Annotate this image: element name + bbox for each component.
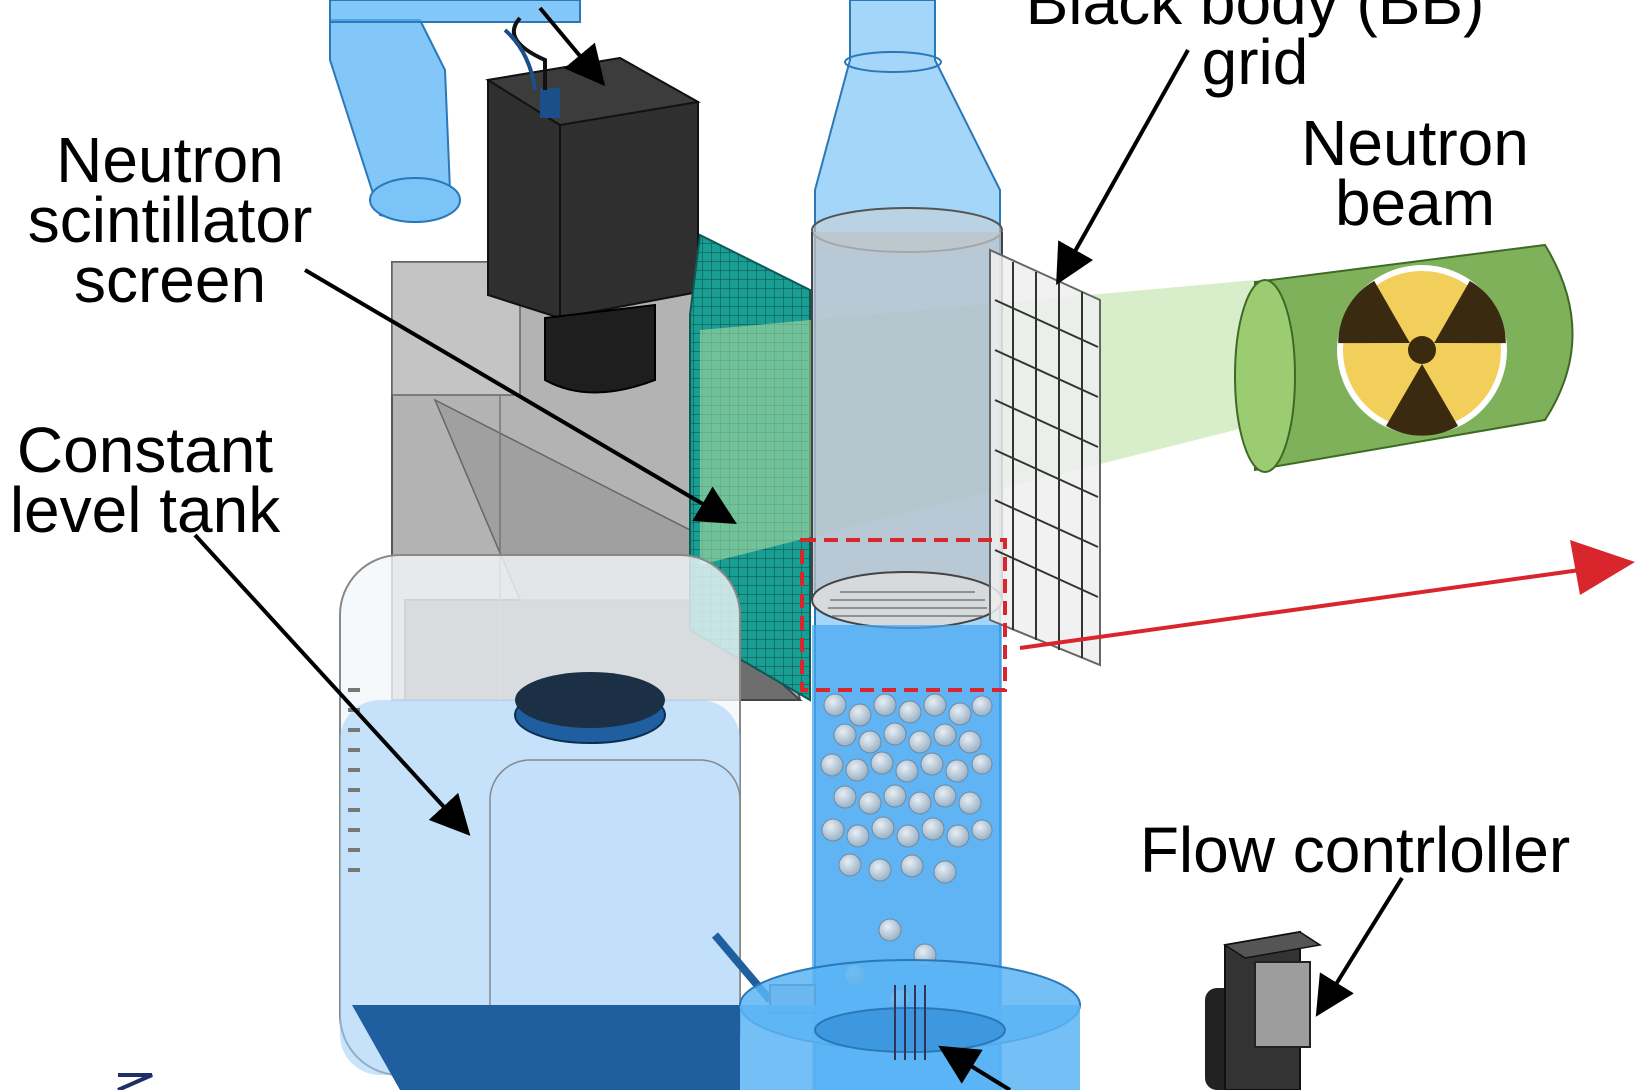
constant-level-tank [339,554,816,1076]
label-flow-controller: Flow contrloller [1139,814,1571,886]
camera [485,16,701,394]
label-constant-level-tank: Constant level tank [9,414,281,546]
label-black-body-grid: Black body (BB) grid [1025,0,1485,98]
partial-glyph [117,1073,153,1090]
column-base [352,959,1081,1090]
fluidized-bed-column [811,0,1003,1090]
bed-particles [820,693,993,1012]
radiation-trefoil-icon [1337,265,1507,436]
inlet-pipe [329,0,581,223]
output-arrow [1019,540,1635,650]
region-of-interest-box [800,538,1007,692]
leader-arrows [193,6,1404,1090]
label-neutron-beam: Neutron beam [1301,107,1529,239]
neutron-source [1234,243,1574,473]
flow-controller [1205,930,1323,1090]
label-neutron-scintillator-screen: Neutron scintillator screen [27,124,313,316]
black-body-grid [989,248,1101,667]
